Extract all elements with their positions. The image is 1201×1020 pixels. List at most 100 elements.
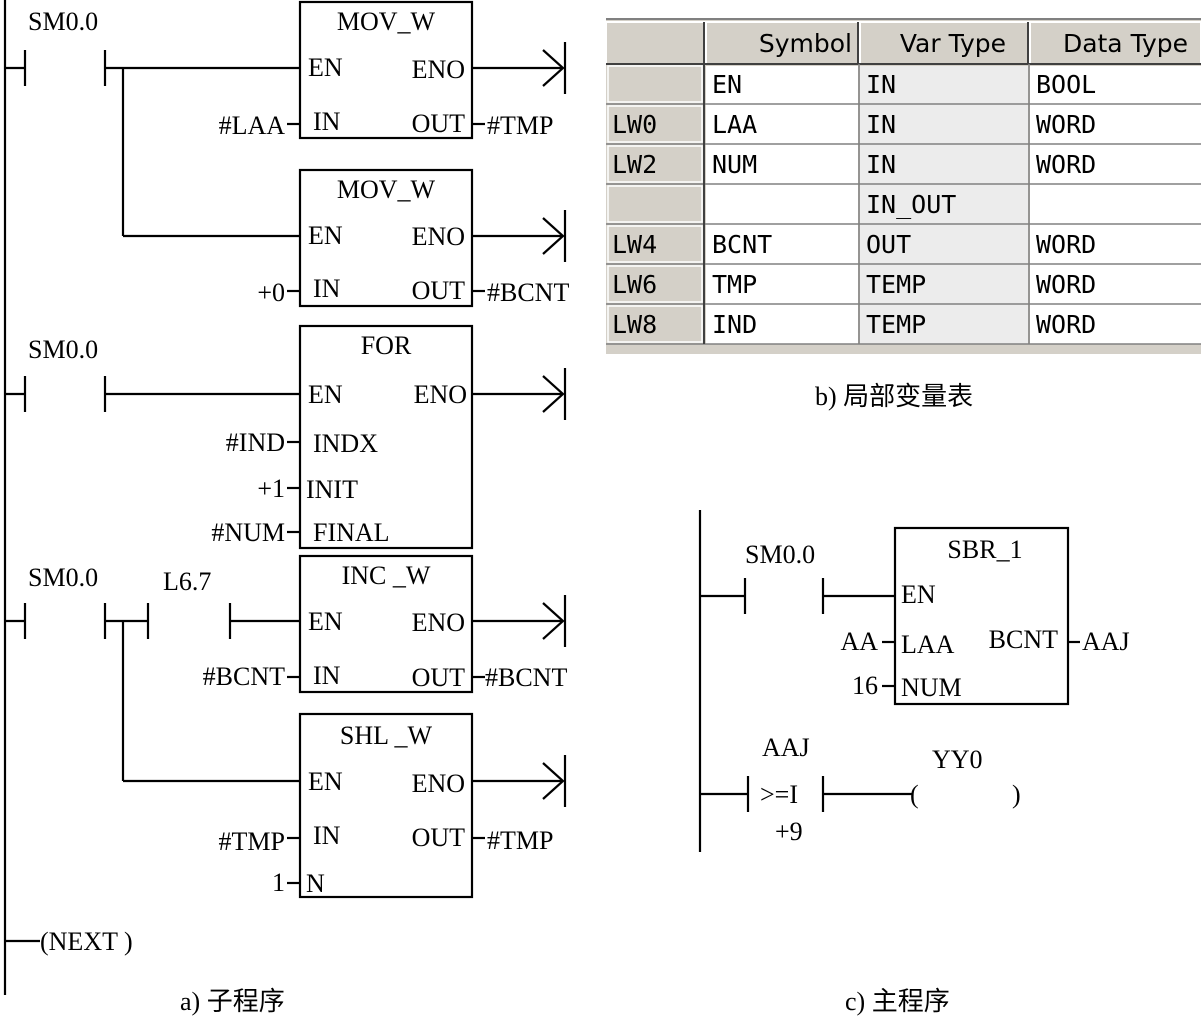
in-pin: IN [313,661,341,690]
laa-pin: LAA [901,630,955,659]
cell-var-type: IN [866,150,896,179]
indx-pin: INDX [313,429,378,458]
contact-label: SM0.0 [745,540,815,569]
cell-data-type: WORD [1036,310,1096,339]
eno-pin: ENO [414,380,467,409]
contact-label: SM0.0 [28,563,98,592]
cell-data-type: WORD [1036,110,1096,139]
table-row: LW2 NUM IN WORD [612,150,1096,179]
coil-open-paren: ( [910,780,919,809]
laa-operand: AA [840,627,878,656]
rung-2: SM0.0 FOR EN ENO INDX INIT FINAL #IND +1 [5,324,567,550]
out-pin: OUT [412,663,466,692]
num-pin: NUM [901,673,962,702]
in-operand: #BCNT [203,662,285,691]
cell-data-type: WORD [1036,270,1096,299]
cell-symbol: BCNT [712,230,772,259]
compare-operand-top: AAJ [762,733,810,762]
en-pin: EN [308,767,343,796]
cell-var-type: IN [866,70,896,99]
init-operand: +1 [257,474,285,503]
compare-operand-bottom: +9 [775,817,803,846]
column-header-data-type: Data Type [1063,29,1188,58]
out-operand: #BCNT [487,278,569,307]
in-operand: +0 [257,278,285,307]
cell-var-type: TEMP [866,310,926,339]
contact-label: SM0.0 [28,335,98,364]
mov-w-box-1: MOV_W EN ENO IN OUT [298,0,474,140]
cell-symbol: NUM [712,150,757,179]
eno-pin: ENO [412,55,465,84]
cell-data-type: WORD [1036,150,1096,179]
out-operand: #TMP [487,826,553,855]
eno-pin: ENO [412,222,465,251]
coil-close-paren: ) [1012,780,1021,809]
cell-var-type: IN [866,110,896,139]
subroutine-ladder: SM0.0 MOV_W EN ENO IN OUT #LAA #TMP [3,0,569,1016]
table-rows: EN IN BOOL LW0 LAA IN WORD LW2 NUM IN WO… [606,64,1201,345]
cell-symbol: EN [712,70,742,99]
box-title: FOR [361,331,412,360]
cell-var-type: IN_OUT [866,190,956,219]
caption-main-program: c) 主程序 [845,987,950,1016]
next-instruction: (NEXT ) [40,927,133,956]
bcnt-pin: BCNT [989,625,1058,654]
cell-address: LW0 [612,110,657,139]
cell-address: LW4 [612,230,657,259]
box-title: SBR_1 [947,535,1022,564]
indx-operand: #IND [226,428,285,457]
sbr-1-call-box: SBR_1 EN LAA BCNT NUM [893,526,1070,706]
in-pin: IN [313,107,341,136]
out-pin: OUT [412,109,466,138]
rung-1: SM0.0 MOV_W EN ENO IN OUT #LAA #TMP [5,0,569,308]
cell-symbol: LAA [712,110,757,139]
rung-3: SM0.0 L6.7 INC _W EN ENO IN OUT # [5,554,567,899]
table-row: LW6 TMP TEMP WORD [612,270,1096,299]
table-row: EN IN BOOL [712,70,1096,99]
cell-var-type: OUT [866,230,911,259]
n-pin: N [306,869,325,898]
cell-data-type: WORD [1036,230,1096,259]
main-program-ladder: SM0.0 SBR_1 EN LAA BCNT NUM AA 16 AAJ AA… [698,510,1130,1016]
out-pin: OUT [412,276,466,305]
in-pin: IN [313,821,341,850]
compare-function: >=I [760,780,798,809]
caption-variable-table: b) 局部变量表 [815,382,973,411]
for-box: FOR EN ENO INDX INIT FINAL [298,324,474,550]
out-operand: #TMP [487,111,553,140]
cell-address: LW2 [612,150,657,179]
table-row: LW4 BCNT OUT WORD [612,230,1096,259]
box-title: INC _W [342,561,431,590]
cell-address: LW6 [612,270,657,299]
en-pin: EN [308,53,343,82]
n-operand: 1 [272,868,285,897]
shl-w-box: SHL _W EN ENO IN OUT N [298,712,474,899]
box-title: SHL _W [340,721,433,750]
en-pin: EN [901,580,936,609]
table-row: IN_OUT [866,190,956,219]
box-title: MOV_W [337,175,436,204]
en-pin: EN [308,221,343,250]
column-header-symbol: Symbol [759,29,852,58]
table-row: LW8 IND TEMP WORD [612,310,1096,339]
in-operand: #LAA [219,111,286,140]
column-header-var-type: Var Type [900,29,1006,58]
caption-subroutine: a) 子程序 [180,987,285,1016]
en-pin: EN [308,380,343,409]
out-pin: OUT [412,823,466,852]
in-operand: #TMP [219,827,285,856]
table-row: LW0 LAA IN WORD [612,110,1096,139]
cell-data-type: BOOL [1036,70,1096,99]
init-pin: INIT [306,475,358,504]
box-title: MOV_W [337,7,436,36]
in-pin: IN [313,274,341,303]
num-operand: 16 [852,671,878,700]
mov-w-box-2: MOV_W EN ENO IN OUT [298,168,474,308]
final-pin: FINAL [313,518,390,547]
eno-pin: ENO [412,608,465,637]
bcnt-operand: AAJ [1082,627,1130,656]
inc-w-box: INC _W EN ENO IN OUT [298,554,474,694]
en-pin: EN [308,607,343,636]
cell-symbol: IND [712,310,757,339]
